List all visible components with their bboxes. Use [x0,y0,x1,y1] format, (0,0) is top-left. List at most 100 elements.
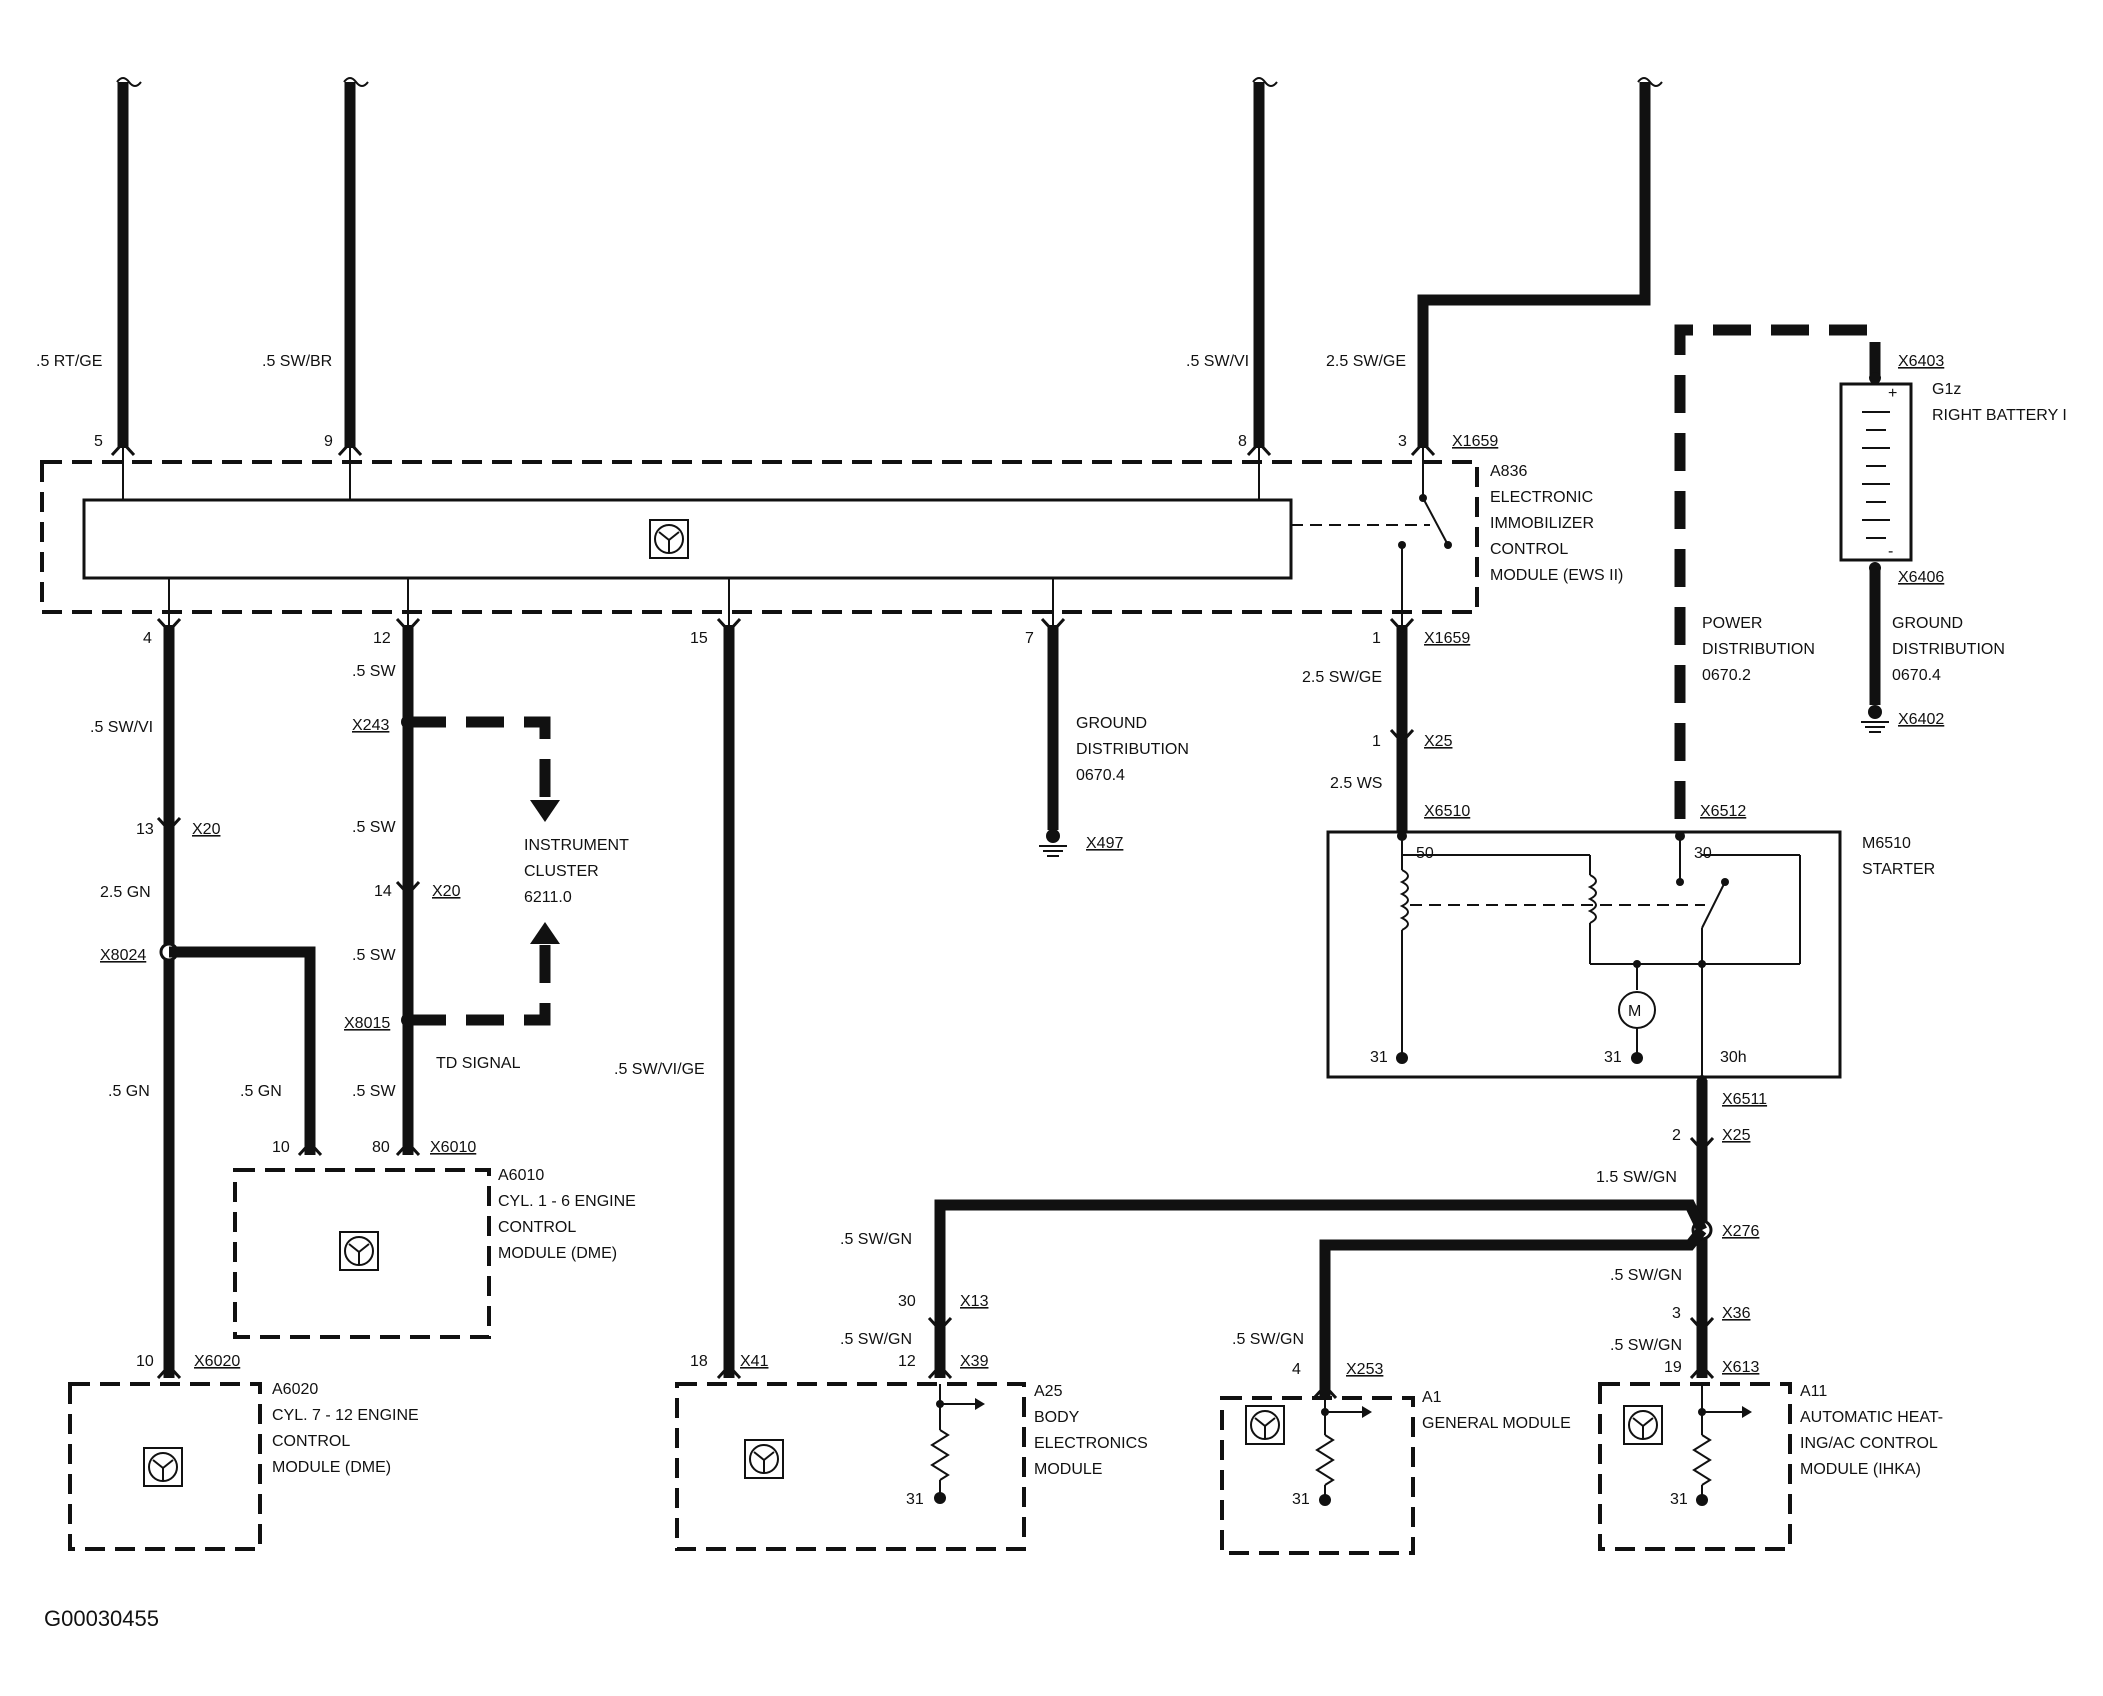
a1-module-box [1220,1396,1415,1555]
wire-label: .5 SW/GN [1232,1331,1304,1348]
a11-module-box [1598,1382,1792,1551]
connector-label: X36 [1722,1305,1751,1322]
pin-label: 13 [136,821,154,838]
svg-text:0670.4: 0670.4 [1076,767,1125,784]
ground-distribution-label: GROUND DISTRIBUTION 0670.4 [1076,715,1189,784]
svg-text:G1z: G1z [1932,381,1961,398]
wire-label: .5 SW [352,819,396,836]
connector-label: X1659 [1424,630,1470,647]
svg-text:GENERAL MODULE: GENERAL MODULE [1422,1415,1571,1432]
pin-label: 7 [1025,630,1034,647]
connector-label: X13 [960,1293,989,1310]
connector-label: X25 [1424,733,1453,750]
starter-box [1326,830,1842,1079]
a6020-label: A6020 CYL. 7 - 12 ENGINE CONTROL MODULE … [272,1381,419,1476]
transistor-icon [143,1447,183,1487]
connector-label: X1659 [1452,433,1498,450]
wire-label: .5 SW/VI [1186,353,1249,370]
connector-label: X243 [352,717,389,734]
wire-label: 1.5 SW/GN [1596,1169,1677,1186]
connector-label: X6406 [1898,569,1944,586]
pin-label: 12 [373,630,391,647]
pin-label: 3 [1398,433,1407,450]
svg-text:A6010: A6010 [498,1167,544,1184]
top-wire-sw-ge [1417,77,1663,448]
svg-text:A25: A25 [1034,1383,1063,1400]
connector-label: X497 [1086,835,1123,852]
wire-label: .5 SW/GN [1610,1337,1682,1354]
pin-label: 5 [94,433,103,450]
svg-text:0670.2: 0670.2 [1702,667,1751,684]
pin-label: 4 [143,630,152,647]
svg-text:POWER: POWER [1702,615,1762,632]
pin-label: 3 [1672,1305,1681,1322]
connector-label: X6402 [1898,711,1944,728]
top-wire-sw-vi [1252,77,1278,448]
battery-plus: + [1888,385,1897,402]
ground-distribution-label: GROUND DISTRIBUTION 0670.4 [1892,615,2005,684]
wire-label: 2.5 SW/GE [1326,353,1406,370]
a836-module-box [40,460,1479,614]
top-wire-rt-ge [116,77,142,448]
svg-text:DISTRIBUTION: DISTRIBUTION [1892,641,2005,658]
ground-icon [1861,705,1889,733]
connector-label: X8015 [344,1015,390,1032]
pin-label: 31 [1670,1491,1688,1508]
svg-text:6211.0: 6211.0 [524,889,572,906]
connector-label: X6020 [194,1353,240,1370]
battery-label: G1z RIGHT BATTERY I [1932,381,2067,424]
transistor-icon [649,519,689,559]
svg-text:GROUND: GROUND [1076,715,1147,732]
svg-text:MODULE (DME): MODULE (DME) [272,1459,391,1476]
motor-label: M [1628,1003,1641,1020]
connector-label: X6510 [1424,803,1470,820]
pin-label: 14 [374,883,392,900]
pin-label: 8 [1238,433,1247,450]
svg-text:ELECTRONICS: ELECTRONICS [1034,1435,1148,1452]
svg-text:CYL. 7 - 12 ENGINE: CYL. 7 - 12 ENGINE [272,1407,419,1424]
wire-label: .5 SW/GN [840,1231,912,1248]
svg-text:BODY: BODY [1034,1409,1080,1426]
svg-text:M6510: M6510 [1862,835,1911,852]
svg-text:IMMOBILIZER: IMMOBILIZER [1490,515,1594,532]
wire-label: TD SIGNAL [436,1055,521,1072]
pin-label: 9 [324,433,333,450]
pin-label: 15 [690,630,708,647]
a1-label: A1 GENERAL MODULE [1422,1389,1571,1432]
svg-text:MODULE (EWS II): MODULE (EWS II) [1490,567,1623,584]
pin-label: 31 [1370,1049,1388,1066]
svg-text:GROUND: GROUND [1892,615,1963,632]
pin-label: 30h [1720,1049,1747,1066]
connector-label: X6010 [430,1139,476,1156]
svg-text:AUTOMATIC HEAT-: AUTOMATIC HEAT- [1800,1409,1943,1426]
wire-label: .5 SW/GN [1610,1267,1682,1284]
wire-label: .5 SW [352,947,396,964]
pin-label: 30 [898,1293,916,1310]
svg-text:MODULE: MODULE [1034,1461,1102,1478]
connector-label: X253 [1346,1361,1383,1378]
a836-label: A836 ELECTRONIC IMMOBILIZER CONTROL MODU… [1490,463,1623,584]
connector-label: X613 [1722,1359,1759,1376]
svg-text:CYL. 1 - 6 ENGINE: CYL. 1 - 6 ENGINE [498,1193,636,1210]
pin-label: 18 [690,1353,708,1370]
ground-icon [1039,829,1067,857]
pin-label: 10 [136,1353,154,1370]
a6020-module-box [68,1382,262,1551]
connector-label: X276 [1722,1223,1759,1240]
a11-label: A11 AUTOMATIC HEAT- ING/AC CONTROL MODUL… [1800,1383,1943,1478]
connector-label: X39 [960,1353,989,1370]
wire-label: .5 SW/GN [840,1331,912,1348]
svg-text:RIGHT BATTERY I: RIGHT BATTERY I [1932,407,2067,424]
svg-text:A6020: A6020 [272,1381,318,1398]
svg-text:CONTROL: CONTROL [272,1433,350,1450]
battery-box [1839,382,1913,562]
wire-label: .5 SW/VI/GE [614,1061,705,1078]
pin-label: 12 [898,1353,916,1370]
connector-label: X20 [432,883,461,900]
figure-id: G00030455 [44,1606,159,1631]
a25-module-box [675,1382,1026,1551]
svg-text:A1: A1 [1422,1389,1442,1406]
wire-label: .5 RT/GE [36,353,102,370]
wire-label: .5 SW [352,663,396,680]
